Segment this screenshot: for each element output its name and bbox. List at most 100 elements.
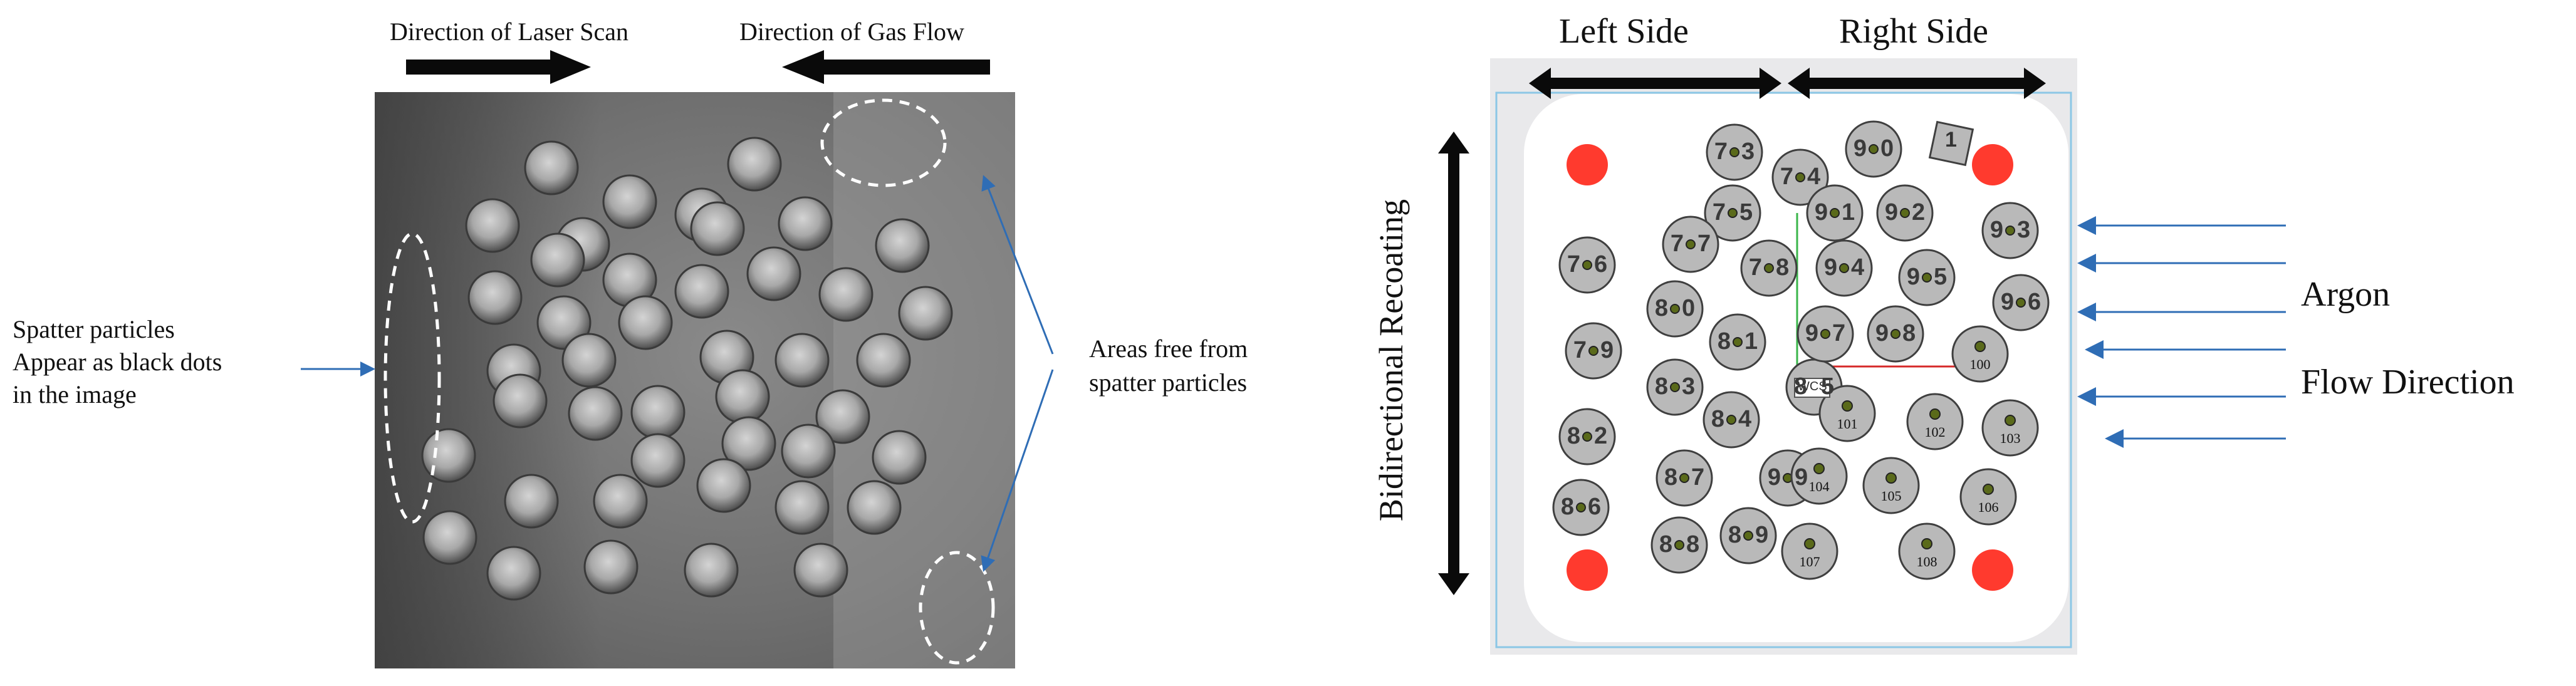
spatter-caption-line: in the image [13,380,137,408]
sample-label: 108 [1916,554,1937,569]
sample-center-dot [1686,239,1696,249]
argon-label: Argon [2301,275,2391,314]
sample-label: 79 [1573,337,1628,363]
sample-center-dot [1670,304,1680,314]
sample-center-dot [1679,473,1689,483]
photo-sample-disc [781,424,836,479]
sample-disc [1818,385,1876,442]
wcs-box [1794,378,1830,398]
spatter-caption-line: Spatter particles [13,315,175,343]
sample-label: 81 [1717,328,1772,355]
photo-sample-disc [793,543,848,598]
right-side-arrow [1788,68,2046,99]
photo-sample-disc [504,474,559,529]
left-side-arrow [1529,68,1781,99]
gas-flow-arrow [782,50,990,84]
sample-center-dot [1830,208,1840,218]
sample-label: 102 [1924,424,1946,440]
sample-center-dot [1733,337,1743,347]
square-sample-label: 1 [1945,128,1957,152]
sample-label: 92 [1884,199,1939,226]
sample-label: 104 [1808,479,1830,494]
sample-center-dot [1582,260,1592,270]
sample-disc [1790,447,1848,505]
photo-sample-disc [593,474,648,529]
photo-sample-disc [696,458,751,513]
sample-center-dot [1576,502,1586,512]
photo-sample-disc [524,140,579,195]
sample-label: 85 [1793,373,1849,400]
sample-label: 75 [1712,199,1767,226]
sample-label: 91 [1814,199,1869,226]
photo-sample-disc [818,267,873,322]
photo-sample-disc [746,246,801,301]
photo-sample-disc [847,480,902,535]
sample-center-dot [1726,415,1736,425]
sample-center-dot [1795,172,1805,182]
photo-sample-disc [774,333,830,388]
square-sample [1928,120,1974,167]
sample-label: 96 [2000,289,2055,315]
sample-center-dot [1885,472,1897,484]
free-caption-line: Areas free from [1089,335,1248,363]
sample-center-dot [1582,432,1592,442]
corner-marker [1972,144,2013,185]
spatter-ellipse [383,232,441,524]
photo-sample-disc [602,174,657,229]
sample-center-dot [1743,531,1753,541]
photo-sample-disc [898,286,953,341]
sample-label: 80 [1654,295,1709,321]
build-plate-border [1495,91,2072,648]
photo-sample-disc [422,510,477,565]
photo-sample-disc [674,264,729,319]
photo-sample-disc [815,389,870,444]
photo-discs [421,137,953,601]
photo-sample-disc [856,333,911,388]
photo-sample-disc [630,433,686,488]
sample-label: 74 [1780,164,1835,190]
argon-flow-arrows [2077,216,2286,448]
sample-center-dot [1820,329,1830,339]
photo-sample-disc [727,137,782,192]
sample-label: 94 [1823,254,1879,281]
photo-sample-disc [486,546,541,601]
sample-center-dot [1983,484,1994,495]
free-pointer-arrow-top [981,175,1054,355]
photo-sample-disc [690,201,745,256]
sample-center-dot [1813,463,1825,474]
wcs-label: WCS [1798,380,1827,393]
sample-label: 98 [1875,320,1930,346]
sample-disc [1959,468,2017,526]
photo-sample-disc [618,295,673,350]
sample-disc [1898,522,1956,580]
spatter-caption: Spatter particles Appear as black dots i… [13,313,222,411]
sample-label: 100 [1969,356,1991,372]
sample-center-dot [1974,341,1986,352]
free-caption-line: spatter particles [1089,368,1248,397]
photo-sample-disc [561,333,617,388]
sample-label: 77 [1670,231,1725,257]
recoating-label: Bidirectional Recoating [1372,199,1410,522]
photo-sample-disc [630,385,686,440]
photo-sample-disc [583,539,639,595]
recoating-arrow [1438,132,1469,595]
photo-sample-disc [872,430,927,485]
sample-center-dot [1670,382,1680,392]
sample-label: 107 [1799,554,1820,569]
flow-direction-label: Flow Direction [2301,363,2515,402]
sample-center-dot [1588,346,1598,356]
photo-sample-disc [568,386,623,441]
sample-center-dot [1929,408,1941,420]
sample-center-dot [1729,147,1739,157]
photo-sample-disc [467,270,523,325]
sample-disc [1981,399,2039,457]
sample-label: 99 [1767,464,1822,491]
photo-sample-disc [684,543,739,598]
sample-label: 82 [1567,423,1622,449]
sample-label: 90 [1853,135,1908,162]
sample-label: 87 [1664,464,1719,491]
photo-sample-disc [493,373,548,429]
sample-disc [1781,522,1838,580]
sample-label: 76 [1567,251,1622,278]
